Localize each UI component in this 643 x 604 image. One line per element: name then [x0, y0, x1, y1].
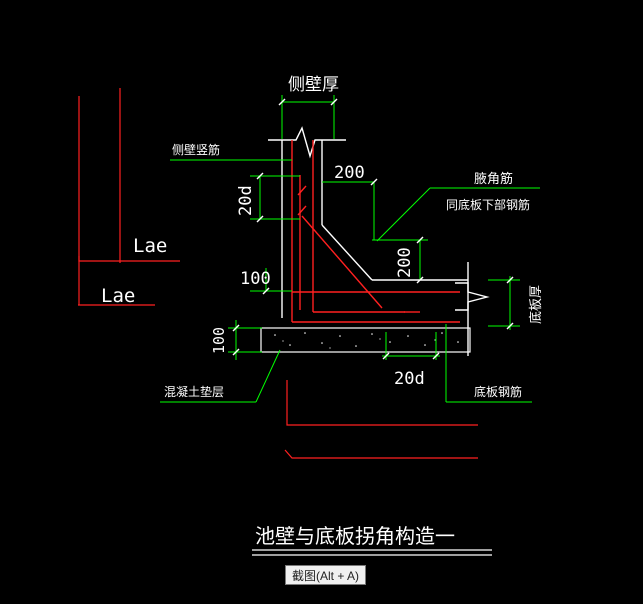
dim-20d-bottom: 20d	[394, 369, 425, 389]
wall-thickness-dimension	[281, 95, 335, 139]
dim-20d-left: 20d	[236, 185, 256, 216]
dim-100: 100	[240, 269, 271, 289]
dim-100-cushion: 100	[210, 327, 228, 354]
lae-label-1: Lae	[133, 235, 167, 257]
slab-bar-label: 底板钢筋	[474, 384, 522, 399]
screenshot-tooltip: 截图(Alt + A)	[285, 565, 367, 585]
leader-lines	[160, 159, 540, 403]
rebars	[291, 140, 460, 323]
dim-200-top: 200	[334, 163, 365, 183]
haunch-bar-note: 同底板下部钢筋	[446, 197, 530, 212]
wall-dim-ticks	[278, 98, 338, 106]
lae-label-2: Lae	[101, 285, 135, 307]
haunch-bar-label: 腋角筋	[474, 171, 513, 187]
bar-hook-1	[297, 185, 307, 196]
drawing-title: 池壁与底板拐角构造一	[255, 524, 455, 548]
concrete-cushion	[260, 327, 471, 353]
bar-hook-2	[297, 205, 307, 216]
concrete-cushion-label: 混凝土垫层	[164, 384, 224, 399]
haunch-diagonal-bar	[301, 215, 383, 309]
dim-200-right: 200	[395, 247, 415, 278]
slab-break-line	[455, 282, 490, 311]
wall-thickness-label: 侧壁厚	[288, 75, 339, 95]
title-underline	[252, 549, 492, 556]
lower-reference-bars	[284, 380, 478, 459]
wall-vertical-bar-label: 侧壁竖筋	[172, 142, 220, 157]
slab-thickness-label: 底板厚	[528, 285, 544, 324]
dimension-ticks	[232, 172, 514, 360]
lae-reference-bars	[78, 88, 180, 306]
